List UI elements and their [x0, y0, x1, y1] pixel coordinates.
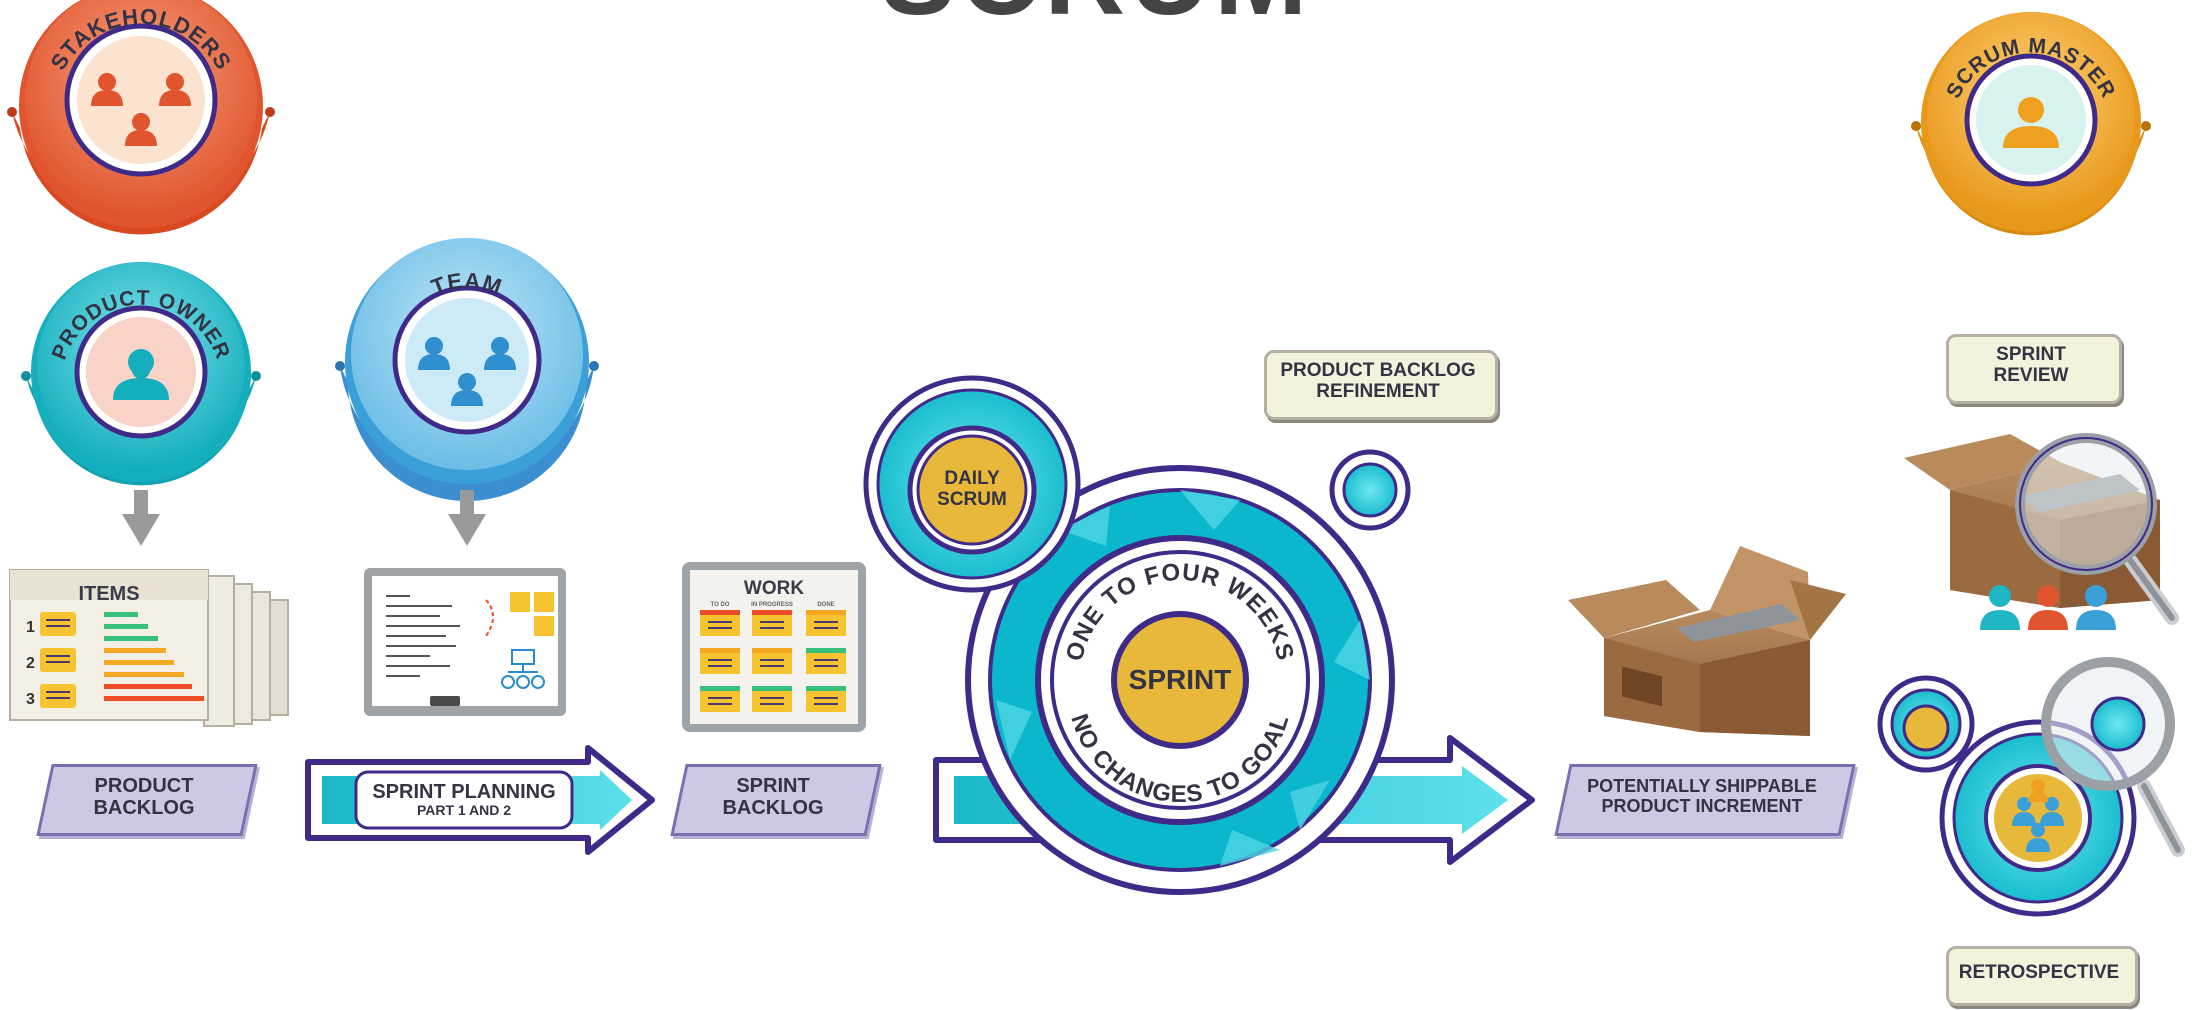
sprint-planning-subtitle: PART 1 AND 2 — [416, 802, 512, 819]
sprint-review-label: SPRINT REVIEW — [1946, 334, 2116, 398]
down-arrows — [122, 490, 486, 546]
retrospective-illustration — [1877, 657, 2185, 917]
scrum-master-badge — [1911, 12, 2151, 236]
sprint-backlog-line2: BACKLOG — [722, 797, 824, 819]
work-board-title: WORK — [744, 578, 804, 599]
product-backlog-line1: PRODUCT — [94, 775, 194, 797]
retrospective-plate — [1946, 946, 2138, 1006]
increment-box — [1568, 546, 1846, 736]
work-column-in-progress: IN PROGRESS — [751, 602, 793, 608]
increment-line2: PRODUCT INCREMENT — [1601, 796, 1803, 816]
daily-scrum-line1: DAILY — [944, 468, 1000, 490]
item-number-3: 3 — [26, 691, 35, 708]
item-number-1: 1 — [26, 619, 35, 636]
daily-scrum-circle — [863, 375, 1081, 593]
sprint-backlog-line1: SPRINT — [736, 775, 810, 797]
daily-scrum-label: DAILY SCRUM — [918, 456, 1026, 524]
product-owner-badge — [21, 262, 261, 486]
increment-line1: POTENTIALLY SHIPPABLE — [1587, 776, 1817, 797]
sprint-backlog-label: SPRINT BACKLOG — [678, 764, 868, 830]
sprint-planning-label: SPRINT PLANNING PART 1 AND 2 — [356, 772, 572, 828]
sprint-review-line1: SPRINT — [1996, 344, 2066, 366]
item-number-2: 2 — [26, 655, 35, 672]
items-board-title: ITEMS — [78, 583, 139, 605]
work-board — [682, 562, 866, 732]
refinement-plate — [1264, 350, 1498, 420]
work-column-todo: TO DO — [711, 602, 730, 608]
retrospective-label: RETROSPECTIVE — [1958, 961, 2120, 983]
product-backlog-label: PRODUCT BACKLOG — [44, 764, 244, 830]
daily-scrum-line2: SCRUM — [937, 489, 1007, 510]
sprint-review-line2: REVIEW — [1993, 365, 2069, 386]
items-board — [9, 569, 289, 727]
sprint-review-illustration — [1904, 433, 2179, 630]
refinement-label: PRODUCT BACKLOG REFINEMENT — [1264, 350, 1492, 414]
team-badge — [335, 238, 599, 501]
refinement-circle — [1329, 449, 1411, 531]
page-title: SCRUM — [796, 0, 1396, 38]
refinement-line2: REFINEMENT — [1316, 381, 1440, 402]
sprint-planning-title: SPRINT PLANNING — [372, 781, 556, 804]
sprint-label: SPRINT — [1128, 663, 1232, 695]
planning-whiteboard — [364, 568, 566, 716]
increment-label: POTENTIALLY SHIPPABLE PRODUCT INCREMENT — [1562, 764, 1842, 830]
work-column-done: DONE — [817, 602, 834, 608]
sprint-review-plate — [1946, 334, 2122, 404]
sprint-cycle — [965, 465, 1395, 895]
sprint-planning-arrow — [305, 745, 655, 855]
stakeholders-badge — [7, 0, 275, 235]
product-backlog-line2: BACKLOG — [93, 797, 195, 819]
refinement-line1: PRODUCT BACKLOG — [1280, 360, 1476, 382]
